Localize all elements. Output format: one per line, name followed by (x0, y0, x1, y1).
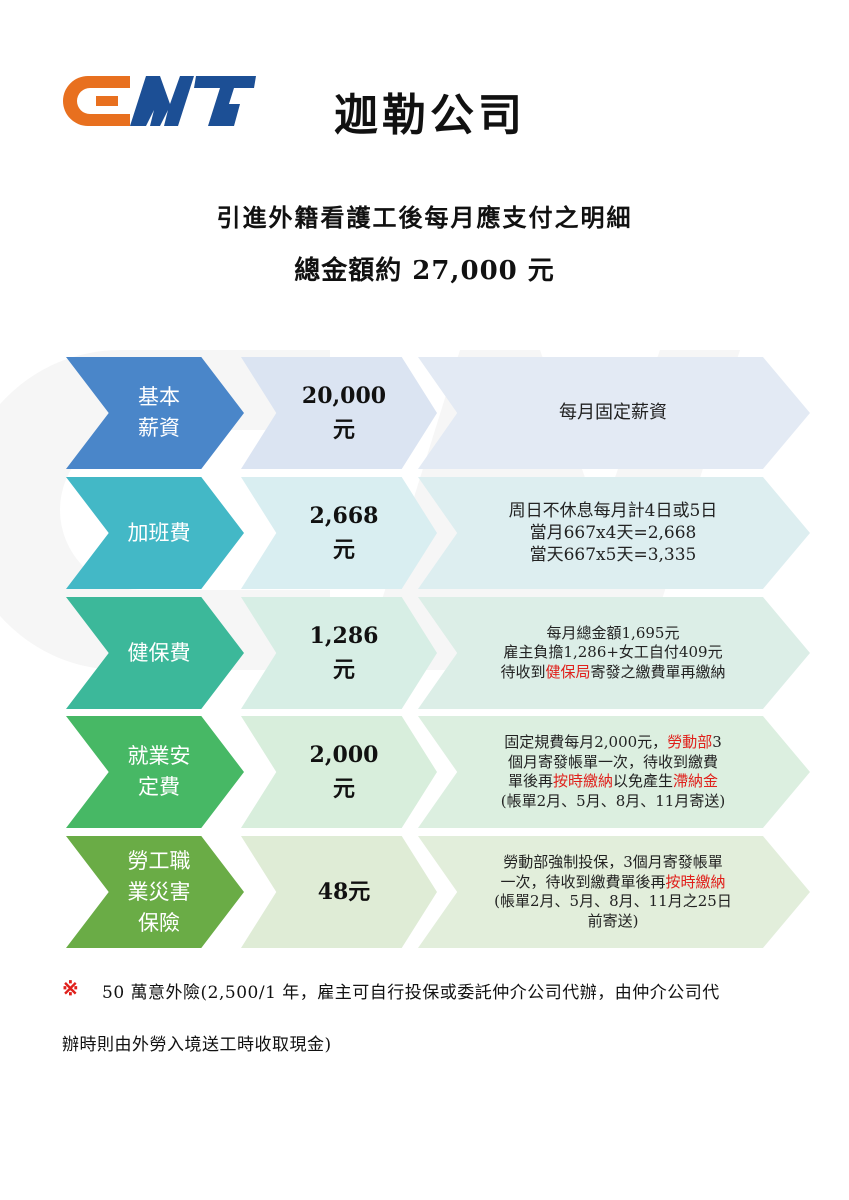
fee-amount-line: 2,000 (309, 742, 379, 768)
reference-mark-icon: ※ (62, 976, 79, 1000)
fee-amount-line: 1,286 (309, 623, 379, 649)
fee-label-chevron: 勞工職業災害保險 (66, 836, 244, 948)
fee-description-line: 一次，待收到繳費單後再按時繳納 (456, 873, 770, 893)
description-text: 3 (712, 733, 722, 751)
fee-label-line: 勞工職 (127, 848, 191, 873)
fee-description-line: 周日不休息每月計4日或5日 (456, 500, 770, 522)
company-name: 迦勒公司 (334, 90, 526, 141)
fee-label-chevron: 就業安定費 (66, 716, 244, 828)
description-text: 周日不休息每月計4日或5日 (508, 500, 718, 521)
fee-description-line: 固定規費每月2,000元，勞動部3 (456, 733, 770, 753)
fee-label: 就業安定費 (66, 741, 244, 803)
fee-label-line: 加班費 (127, 520, 191, 545)
fee-amount-chevron: 20,000 元 (241, 357, 437, 469)
fee-label-line: 健保費 (127, 640, 191, 665)
fee-description-line: (帳單2月、5月、8月、11月之25日 (456, 892, 770, 912)
fee-amount-chevron: 2,668 元 (241, 477, 437, 589)
fee-amount-chevron: 1,286 元 (241, 597, 437, 709)
fee-label: 勞工職業災害保險 (66, 846, 244, 939)
fee-label-line: 業災害 (127, 879, 191, 904)
fee-description-line: 每月固定薪資 (456, 401, 770, 424)
fee-description-line: 當月667x4天=2,668 (456, 522, 770, 544)
description-text: 當天667x5天=3,335 (529, 545, 697, 566)
description-text: 雇主負擔1,286+女工自付409元 (503, 643, 723, 662)
fee-amount-line: 元 (332, 657, 355, 683)
fee-label-chevron: 基本薪資 (66, 357, 244, 469)
fee-label: 健保費 (66, 638, 244, 669)
fee-description-chevron: 每月總金額1,695元雇主負擔1,286+女工自付409元待收到健保局寄發之繳費… (418, 597, 810, 709)
fee-amount-line: 48元 (317, 879, 371, 905)
fee-amount: 48元 (241, 875, 437, 909)
description-text: 一次，待收到繳費單後再 (500, 872, 666, 891)
description-text: 每月固定薪資 (559, 402, 667, 424)
fee-label-line: 基本 (138, 385, 180, 409)
fee-description-line: 勞動部強制投保，3個月寄發帳單 (456, 853, 770, 873)
fee-description-chevron: 勞動部強制投保，3個月寄發帳單一次，待收到繳費單後再按時繳納(帳單2月、5月、8… (418, 836, 810, 948)
description-text: 待收到 (500, 662, 546, 681)
description-text: 寄發之繳費單再繳納 (590, 662, 726, 681)
fee-description: 每月總金額1,695元雇主負擔1,286+女工自付409元待收到健保局寄發之繳費… (418, 624, 810, 683)
emphasis-text: 滯納金 (673, 772, 719, 790)
description-text: 每月總金額1,695元 (546, 623, 680, 642)
description-text: 固定規費每月2,000元， (504, 733, 668, 751)
fee-amount: 1,286 元 (241, 619, 437, 687)
description-text: 前寄送) (587, 911, 639, 930)
page-subtitle: 引進外籍看護工後每月應支付之明細 (216, 203, 633, 232)
footnote-line-1: 50 萬意外險(2,500/1 年，雇主可自行投保或委託仲介公司代辦，由仲介公司… (102, 983, 720, 1003)
fee-description-line: 待收到健保局寄發之繳費單再繳納 (456, 663, 770, 683)
fee-amount-line: 元 (332, 776, 355, 802)
fee-description-line: 每月總金額1,695元 (456, 624, 770, 644)
fee-amount-line: 20,000 (301, 383, 387, 409)
fee-label-chevron: 加班費 (66, 477, 244, 589)
emphasis-text: 按時繳納 (552, 772, 613, 790)
fee-amount: 2,668 元 (241, 499, 437, 567)
fee-description: 每月固定薪資 (418, 401, 810, 424)
fee-description-line: 前寄送) (456, 912, 770, 932)
description-text: (帳單2月、5月、8月、11月寄送) (500, 791, 726, 810)
total-amount: 總金額約 27,000 元 (294, 256, 555, 286)
fee-label-line: 保險 (138, 910, 180, 935)
emphasis-text: 按時繳納 (665, 872, 726, 891)
emphasis-text: 健保局 (545, 662, 591, 681)
fee-label: 加班費 (66, 518, 244, 549)
fee-amount-line: 元 (332, 537, 355, 563)
fee-description-chevron: 每月固定薪資 (418, 357, 810, 469)
description-text: 個月寄發帳單一次，待收到繳費 (507, 752, 718, 771)
description-text: 單後再 (507, 772, 553, 790)
description-text: 當月667x4天=2,668 (529, 522, 697, 543)
fee-description-line: 當天667x5天=3,335 (456, 544, 770, 566)
fee-description-line: 個月寄發帳單一次，待收到繳費 (456, 753, 770, 773)
fee-amount-line: 元 (332, 417, 355, 443)
fee-amount-chevron: 2,000 元 (241, 716, 437, 828)
fee-description-line: 雇主負擔1,286+女工自付409元 (456, 643, 770, 663)
description-text: (帳單2月、5月、8月、11月之25日 (494, 892, 732, 910)
fee-label-line: 就業安 (127, 744, 191, 768)
fee-label: 基本薪資 (66, 382, 244, 444)
description-text: 以免產生 (613, 772, 674, 790)
fee-amount-chevron: 48元 (241, 836, 437, 948)
fee-amount-line: 2,668 (309, 503, 379, 529)
company-logo (63, 76, 256, 126)
fee-description-line: (帳單2月、5月、8月、11月寄送) (456, 792, 770, 812)
description-text: 勞動部強制投保，3個月寄發帳單 (503, 853, 723, 871)
fee-description-line: 單後再按時繳納以免產生滯納金 (456, 772, 770, 792)
fee-amount: 20,000 元 (241, 379, 437, 447)
fee-description: 勞動部強制投保，3個月寄發帳單一次，待收到繳費單後再按時繳納(帳單2月、5月、8… (418, 853, 810, 931)
fee-label-chevron: 健保費 (66, 597, 244, 709)
fee-label-line: 薪資 (138, 416, 180, 440)
fee-label-line: 定費 (138, 775, 180, 799)
fee-amount: 2,000 元 (241, 738, 437, 806)
emphasis-text: 勞動部 (667, 733, 713, 751)
footnote-line-2: 辦時則由外勞入境送工時收取現金) (62, 1035, 332, 1055)
